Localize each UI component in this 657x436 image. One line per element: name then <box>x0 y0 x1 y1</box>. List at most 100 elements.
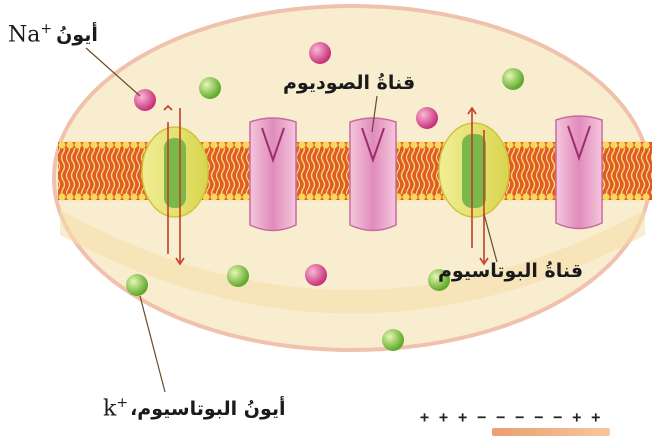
lipid-head <box>418 141 425 148</box>
lipid-head <box>106 193 113 200</box>
lipid-head <box>426 141 433 148</box>
lipid-head <box>226 141 233 148</box>
lipid-head <box>130 141 137 148</box>
lipid-head <box>626 141 633 148</box>
lipid-head <box>546 193 553 200</box>
potassium-channel-label: قناةُ البوتاسيوم <box>438 262 583 281</box>
lipid-head <box>314 141 321 148</box>
sodium-ion <box>416 107 438 129</box>
lipid-head <box>642 193 649 200</box>
potassium-ion-label: k+ أيونُ البوتاسيوم، <box>103 396 286 420</box>
potassium-ion-word: أيونُ البوتاسيوم، <box>130 400 285 419</box>
lipid-head <box>306 141 313 148</box>
lipid-head <box>530 193 537 200</box>
lipid-head <box>98 141 105 148</box>
lipid-head <box>410 141 417 148</box>
lipid-head <box>130 193 137 200</box>
charge-sign: + <box>420 408 429 426</box>
lipid-head <box>618 141 625 148</box>
lipid-head <box>610 193 617 200</box>
charge-sign: − <box>477 408 486 426</box>
lipid-head <box>298 193 305 200</box>
lipid-head <box>314 193 321 200</box>
lipid-head <box>234 193 241 200</box>
lipid-head <box>234 141 241 148</box>
sodium-ion <box>134 89 156 111</box>
lipid-head <box>506 141 513 148</box>
lipid-head <box>514 141 521 148</box>
charge-sign: − <box>553 408 562 426</box>
lipid-head <box>634 141 641 148</box>
lipid-head <box>74 193 81 200</box>
lipid-head <box>210 141 217 148</box>
sodium-ion-word: أيونُ <box>56 26 98 45</box>
lipid-head <box>538 141 545 148</box>
sodium-ion-label: Na+ أيونُ <box>8 22 98 46</box>
lipid-head <box>610 141 617 148</box>
lipid-head <box>338 193 345 200</box>
potassium-ion <box>502 68 524 90</box>
lipid-head <box>602 141 609 148</box>
membrane-charge-strip: + + + − − − − − + + <box>420 408 600 426</box>
lipid-head <box>106 141 113 148</box>
lipid-head <box>82 193 89 200</box>
lipid-head <box>322 141 329 148</box>
lipid-head <box>122 193 129 200</box>
lipid-head <box>626 193 633 200</box>
lipid-head <box>58 141 65 148</box>
lipid-head <box>402 193 409 200</box>
membrane-charge-bar <box>492 428 610 436</box>
lipid-head <box>506 193 513 200</box>
potassium-ion-symbol: k+ <box>103 396 128 420</box>
lipid-head <box>530 141 537 148</box>
lipid-head <box>90 141 97 148</box>
lipid-head <box>514 193 521 200</box>
lipid-head <box>306 193 313 200</box>
lipid-head <box>242 141 249 148</box>
lipid-head <box>522 193 529 200</box>
charge-sign: − <box>534 408 543 426</box>
charge-sign: + <box>458 408 467 426</box>
lipid-head <box>58 193 65 200</box>
potassium-ion <box>199 77 221 99</box>
charge-sign: − <box>515 408 524 426</box>
potassium-ion <box>382 329 404 351</box>
sodium-ion-symbol: Na+ <box>8 22 52 46</box>
lipid-head <box>330 193 337 200</box>
lipid-head <box>322 193 329 200</box>
sodium-ion <box>305 264 327 286</box>
potassium-ion <box>126 274 148 296</box>
lipid-head <box>330 141 337 148</box>
lipid-head <box>242 193 249 200</box>
lipid-head <box>634 193 641 200</box>
lipid-head <box>426 193 433 200</box>
sodium-channel-2 <box>350 118 396 231</box>
lipid-head <box>218 193 225 200</box>
lipid-head <box>602 193 609 200</box>
lipid-head <box>298 141 305 148</box>
sodium-ion <box>309 42 331 64</box>
lipid-head <box>546 141 553 148</box>
lipid-head <box>122 141 129 148</box>
charge-sign: + <box>572 408 581 426</box>
lipid-head <box>138 193 145 200</box>
sodium-channel-1 <box>250 118 296 231</box>
lipid-head <box>98 193 105 200</box>
lipid-head <box>418 193 425 200</box>
lipid-head <box>114 141 121 148</box>
lipid-head <box>338 141 345 148</box>
potassium-ion <box>227 265 249 287</box>
lipid-head <box>618 193 625 200</box>
charge-sign: + <box>439 408 448 426</box>
lipid-head <box>522 141 529 148</box>
lipid-head <box>538 193 545 200</box>
lipid-head <box>642 141 649 148</box>
lipid-head <box>82 141 89 148</box>
sodium-channel-label: قناةُ الصوديوم <box>283 74 415 93</box>
lipid-head <box>74 141 81 148</box>
lipid-head <box>218 141 225 148</box>
lipid-head <box>90 193 97 200</box>
lipid-head <box>66 193 73 200</box>
